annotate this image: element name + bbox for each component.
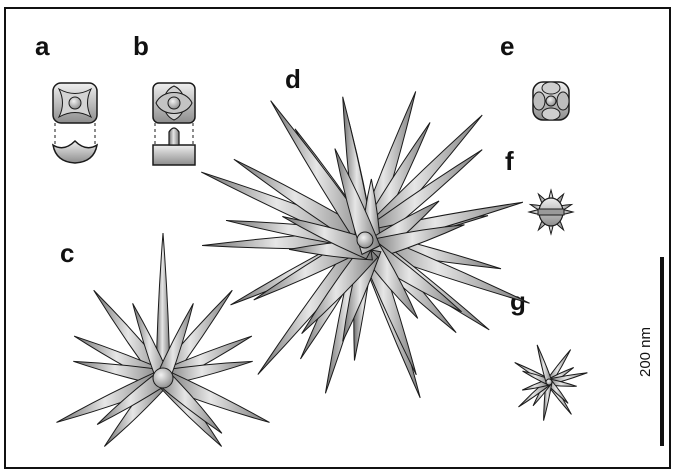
particle-a [51,82,99,164]
particle-f-band [537,208,565,216]
star-c-arm [161,368,270,423]
panel-label-c: c [60,238,74,268]
scale-bar-label: 200 nm [637,327,654,377]
star-c-core [152,367,174,389]
star-d-arm [282,215,377,260]
star-g-arm [536,344,553,384]
star-c-arm [153,373,223,434]
star-d-core [356,231,374,249]
panel-label-b: b [133,31,149,61]
star-g-arm [522,370,552,386]
particle-g [514,344,588,421]
star-d-arm [334,148,381,256]
star-c-arm [132,303,171,381]
star-g-core [545,378,553,386]
star-g-arm [545,349,572,385]
particle-b [152,82,196,166]
panel-label-d: d [285,64,301,94]
figure-frame [4,7,671,469]
particle-d [201,91,530,399]
particle-f [527,188,575,236]
particle-e [532,81,570,121]
star-d-arm [270,100,374,246]
panel-label-f: f [505,146,514,176]
star-d-arm [369,224,465,261]
panel-label-a: a [35,31,50,61]
panel-label-e: e [500,31,514,61]
particle-c [56,232,270,447]
star-d-arm [301,242,379,335]
star-c-arm [155,232,171,379]
star-g-arm [547,378,577,387]
panel-label-g: g [510,286,526,316]
star-g-arm [545,379,569,404]
star-c-arm [96,373,173,425]
star-c-arm [155,303,194,381]
